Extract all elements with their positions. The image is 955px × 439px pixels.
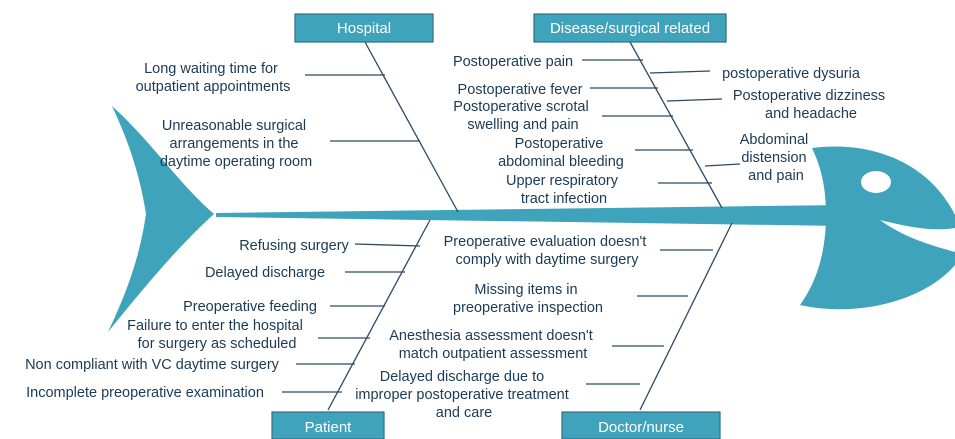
bone-doctor xyxy=(639,222,733,411)
fish-head xyxy=(800,146,955,310)
cause-disease-3: Postoperative scrotal swelling and pain xyxy=(453,99,592,133)
cause-doctor-1: Preoperative evaluation doesn't comply w… xyxy=(444,234,651,268)
rib-disease-6 xyxy=(649,70,711,74)
cause-doctor-2: Missing items in preoperative inspection xyxy=(453,282,603,316)
cause-disease-1: Postoperative pain xyxy=(453,54,573,70)
svg-text:Doctor/nurse: Doctor/nurse xyxy=(598,419,684,436)
cause-patient-3: Preoperative feeding xyxy=(183,299,317,315)
rib-disease-7 xyxy=(666,98,723,102)
cause-disease-7: Postoperative dizziness and headache xyxy=(733,88,889,122)
category-patient: Patient xyxy=(271,411,385,439)
cause-disease-2: Postoperative fever xyxy=(458,82,583,98)
cause-doctor-4: Delayed discharge due to improper postop… xyxy=(355,369,573,421)
fish-spine xyxy=(216,205,845,226)
cause-hospital-2: Unreasonable surgical arrangements in th… xyxy=(160,118,312,170)
cause-patient-4: Failure to enter the hospital for surger… xyxy=(127,318,307,352)
cause-disease-4: Postoperative abdominal bleeding xyxy=(498,136,624,170)
svg-text:Disease/surgical related: Disease/surgical related xyxy=(550,20,710,37)
svg-text:Patient: Patient xyxy=(305,419,353,436)
cause-patient-5: Non compliant with VC daytime surgery xyxy=(25,357,280,373)
fish-eye xyxy=(861,171,891,193)
cause-patient-1: Refusing surgery xyxy=(239,238,349,254)
cause-hospital-1: Long waiting time for outpatient appoint… xyxy=(136,61,291,95)
bone-hospital xyxy=(364,41,459,213)
cause-disease-6: postoperative dysuria xyxy=(722,66,861,82)
category-hospital: Hospital xyxy=(294,13,434,43)
cause-doctor-3: Anesthesia assessment doesn't match outp… xyxy=(389,328,597,362)
fish-tail xyxy=(108,106,214,332)
category-doctor-nurse: Doctor/nurse xyxy=(561,411,721,439)
category-disease-surgical: Disease/surgical related xyxy=(533,13,727,43)
cause-disease-5: Upper respiratory tract infection xyxy=(506,173,622,207)
rib-patient-1 xyxy=(354,243,421,247)
bone-disease xyxy=(629,41,723,209)
svg-text:Hospital: Hospital xyxy=(337,20,391,37)
bone-patient xyxy=(327,219,431,411)
cause-patient-2: Delayed discharge xyxy=(205,265,325,281)
cause-patient-6: Incomplete preoperative examination xyxy=(26,385,264,401)
rib-disease-8 xyxy=(704,163,741,167)
cause-disease-8: Abdominal distension and pain xyxy=(740,132,813,184)
